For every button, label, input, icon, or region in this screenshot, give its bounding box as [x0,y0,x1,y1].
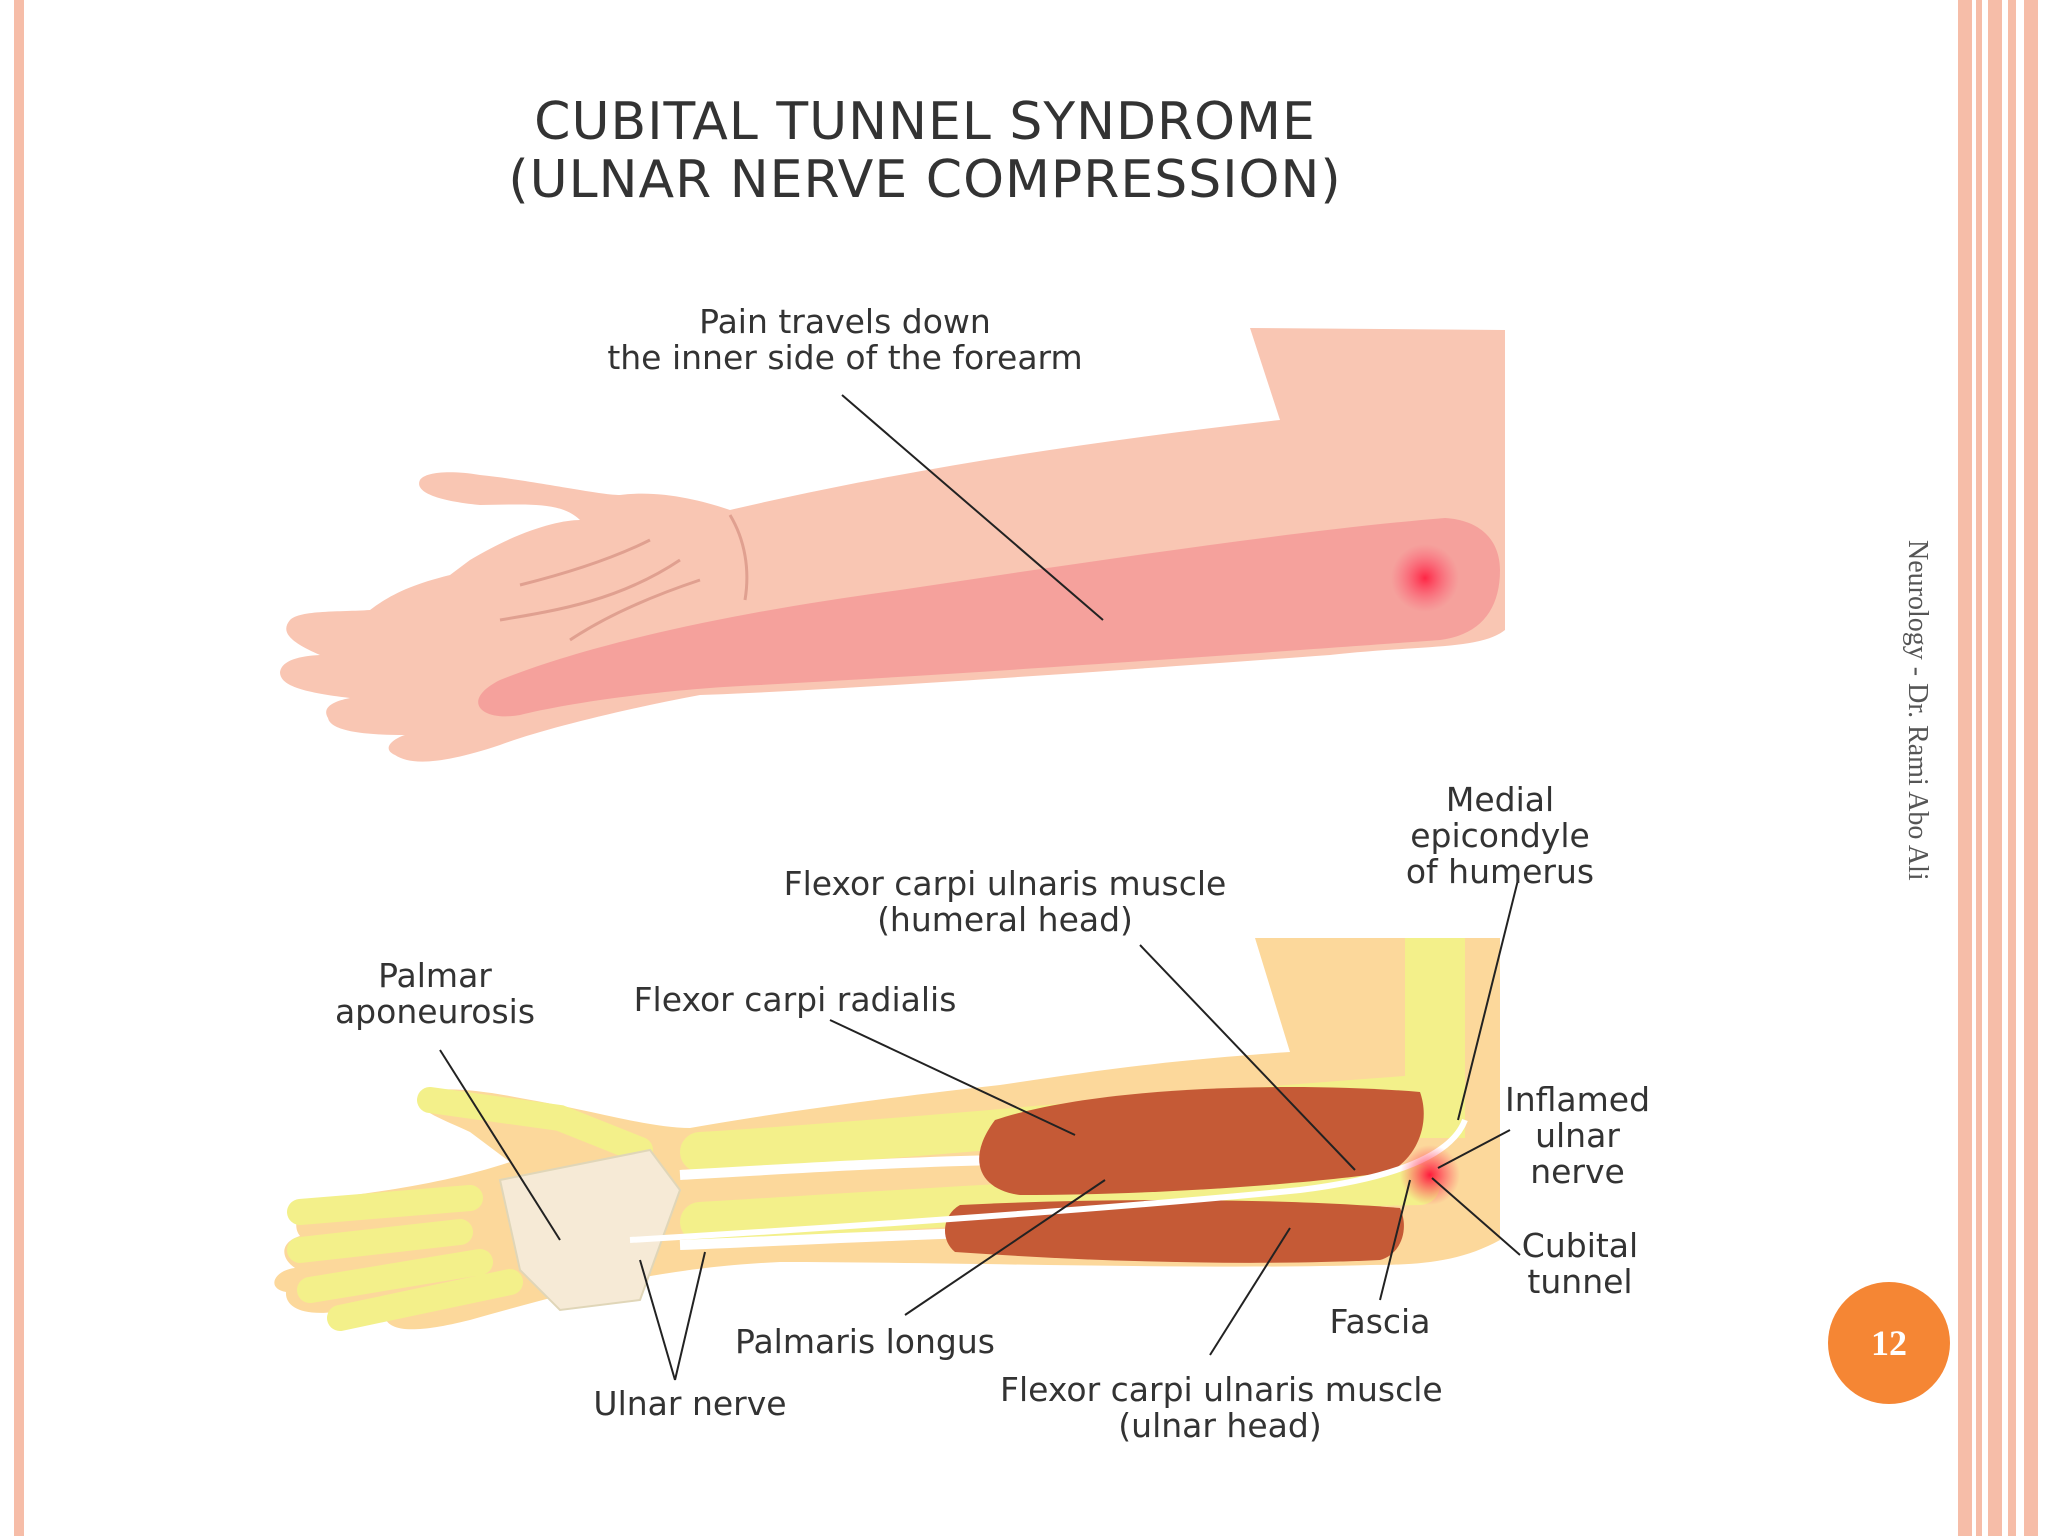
left-border-stripe [14,0,24,1536]
label-line: Flexor carpi radialis [633,980,957,1019]
pain-caption-line2: the inner side of the forearm [607,338,1083,377]
label-line: epicondyle [1410,816,1590,855]
diagram-title-line1: CUBITAL TUNNEL SYNDROME [534,92,1316,152]
cubital-tunnel-leader [1431,1177,1521,1256]
label-line: tunnel [1527,1262,1633,1301]
flexor-carpi-radialis-leader [829,1019,1076,1136]
label-line: Medial [1445,780,1555,819]
wrist-crease [728,514,749,601]
label-line: Fascia [1329,1302,1431,1341]
label-fcu-humeral-head: Flexor carpi ulnaris muscle (humeral hea… [780,866,1230,938]
right-border-stripe-2 [1976,0,1982,1536]
label-line: Ulnar nerve [593,1384,787,1423]
label-fascia: Fascia [1320,1304,1440,1340]
label-medial-epicondyle: Medial epicondyle of humerus [1370,782,1630,890]
palm-crease [519,538,651,587]
palmar-aponeurosis [498,1148,682,1312]
label-line: of humerus [1405,852,1595,891]
label-line: Flexor carpi ulnaris muscle [1000,1370,1443,1409]
right-border-stripe-5 [2024,0,2038,1536]
label-inflamed-ulnar-nerve: Inflamed ulnar nerve [1490,1082,1665,1190]
arm-illustration [280,328,1505,762]
thumb-bones [417,1087,653,1163]
palm-crease [499,558,681,622]
slide-footer: Neurology - Dr. Rami Abo Ali [1885,540,1945,1140]
label-line: Palmaris longus [735,1322,995,1361]
pain-caption: Pain travels down the inner side of the … [560,304,1130,376]
page-number: 12 [1871,1323,1907,1363]
fascia-leader [1379,1179,1411,1301]
diagram-title-line2: (ULNAR NERVE COMPRESSION) [508,150,1342,210]
arm-anatomy [274,938,1500,1331]
fcu-humeral-leader [1139,944,1356,1171]
right-border-stripe-3 [1988,0,2002,1536]
elbow-pain-spot [1391,544,1459,612]
fingers-bones [287,1185,523,1331]
right-border-stripe-4 [2008,0,2016,1536]
label-palmar-aponeurosis: Palmar aponeurosis [310,958,560,1030]
palmar-aponeurosis-leader [439,1049,561,1241]
label-cubital-tunnel: Cubital tunnel [1500,1228,1660,1300]
label-line: (humeral head) [877,900,1133,939]
label-fcu-ulnar-head: Flexor carpi ulnaris muscle (ulnar head) [1000,1370,1443,1445]
cubital-tunnel-diagram [274,328,1521,1381]
page-number-badge: 12 [1828,1282,1950,1404]
fcu-humeral-head-muscle [979,1087,1424,1195]
label-line: Inflamed [1504,1080,1651,1119]
medial-epicondyle-leader [1457,879,1519,1121]
inner-forearm-pain-band [478,518,1500,717]
label-line: Cubital [1521,1226,1639,1265]
fcu-ulnar-leader [1209,1227,1291,1356]
pain-leader-line [841,394,1104,621]
footer-text: Neurology - Dr. Rami Abo Ali [1902,540,1933,881]
label-line: Flexor carpi ulnaris muscle [783,864,1227,903]
label-line: (ulnar head) [1118,1406,1322,1445]
label-line: aponeurosis [334,992,536,1031]
leader-lines [439,879,1521,1381]
label-line: Palmar [378,956,492,995]
palm-crease [569,578,701,642]
label-palmaris-longus: Palmaris longus [730,1324,1000,1360]
pain-caption-line1: Pain travels down [699,302,991,341]
label-line: ulnar [1535,1116,1620,1155]
inflamed-ulnar-nerve-spot [1400,1145,1460,1205]
palmaris-longus-leader [904,1179,1106,1316]
fcu-ulnar-head-muscle [944,1200,1404,1263]
inflamed-nerve-leader [1437,1129,1511,1169]
label-ulnar-nerve: Ulnar nerve [590,1386,790,1422]
right-border-stripe-1 [1958,0,1972,1536]
label-line: nerve [1530,1152,1625,1191]
label-flexor-carpi-radialis: Flexor carpi radialis [630,982,960,1018]
ulnar-nerve-leader-2 [674,1251,706,1381]
ulnar-nerve-leader-1 [639,1259,676,1381]
